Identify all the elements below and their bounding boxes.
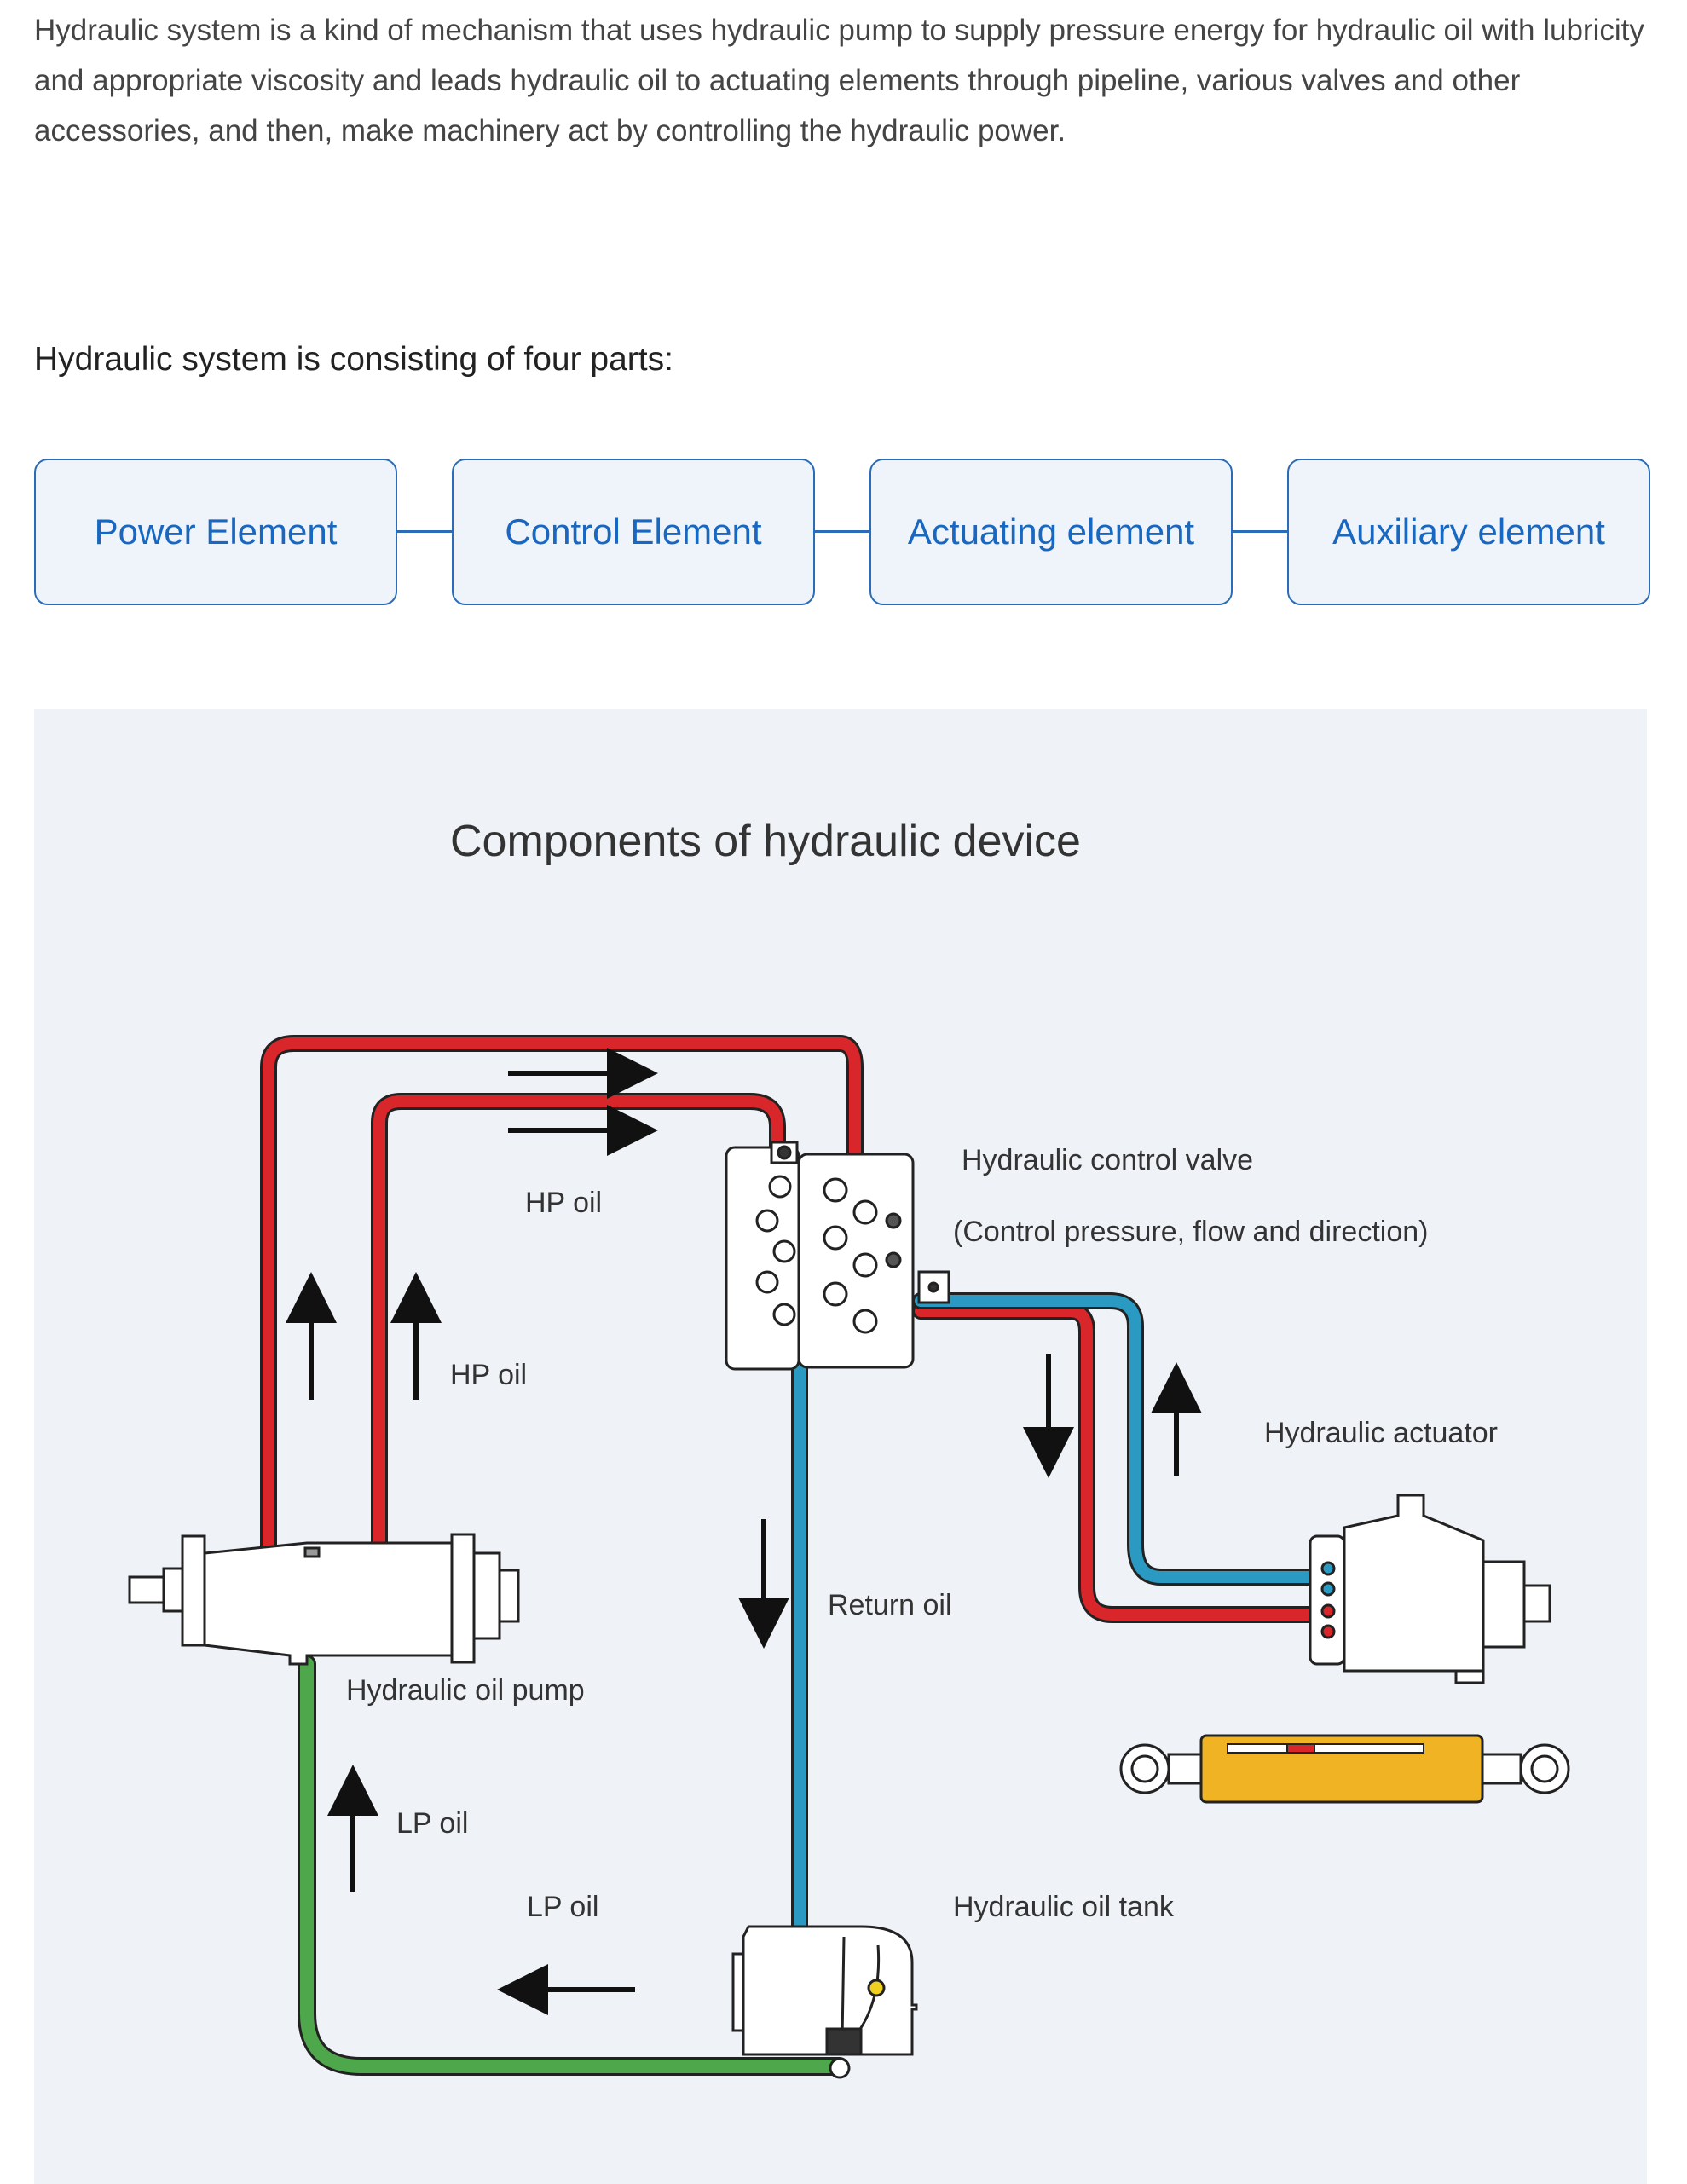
control-valve-icon (725, 1141, 950, 1371)
label-tank: Hydraulic oil tank (953, 1891, 1175, 1923)
label-lp-oil-left: LP oil (396, 1807, 468, 1840)
diagram-title: Components of hydraulic device (450, 817, 1081, 866)
label-hp-oil-left: HP oil (450, 1359, 527, 1391)
connector-line (1231, 530, 1287, 533)
pump-icon (128, 1533, 520, 1666)
part-actuating-element: Actuating element (869, 459, 1233, 605)
parts-heading: Hydraulic system is consisting of four p… (34, 341, 673, 378)
connector-line (813, 530, 869, 533)
label-hp-oil-top: HP oil (525, 1187, 602, 1219)
connector-line (396, 530, 452, 533)
label-control-valve-desc: (Control pressure, flow and direction) (953, 1216, 1428, 1248)
label-control-valve: Hydraulic control valve (962, 1144, 1253, 1176)
intro-paragraph: Hydraulic system is a kind of mechanism … (34, 14, 1644, 147)
diagram-labels: HP oil HP oil Hydraulic control valve (C… (346, 1144, 1498, 1923)
diagram-svg: Components of hydraulic device (128, 817, 1570, 2079)
parts-flow: Power Element Control Element Actuating … (34, 459, 1650, 607)
label-actuator: Hydraulic actuator (1264, 1417, 1498, 1449)
part-power-element: Power Element (34, 459, 397, 605)
actuator-motor-icon (1309, 1494, 1551, 1684)
part-auxiliary-element: Auxiliary element (1287, 459, 1650, 605)
part-control-element: Control Element (452, 459, 815, 605)
label-return-oil: Return oil (828, 1589, 952, 1621)
return-lines (791, 1292, 1326, 1937)
actuator-cylinder-icon (1119, 1734, 1570, 1804)
label-lp-oil-bottom: LP oil (527, 1891, 598, 1923)
label-pump: Hydraulic oil pump (346, 1674, 585, 1707)
hp-lines (260, 1035, 1326, 1623)
flow-arrows (286, 1048, 1202, 2015)
oil-tank-icon (731, 1925, 918, 2079)
lp-line (298, 1655, 849, 2076)
hydraulic-diagram: Components of hydraulic device (34, 709, 1647, 2184)
